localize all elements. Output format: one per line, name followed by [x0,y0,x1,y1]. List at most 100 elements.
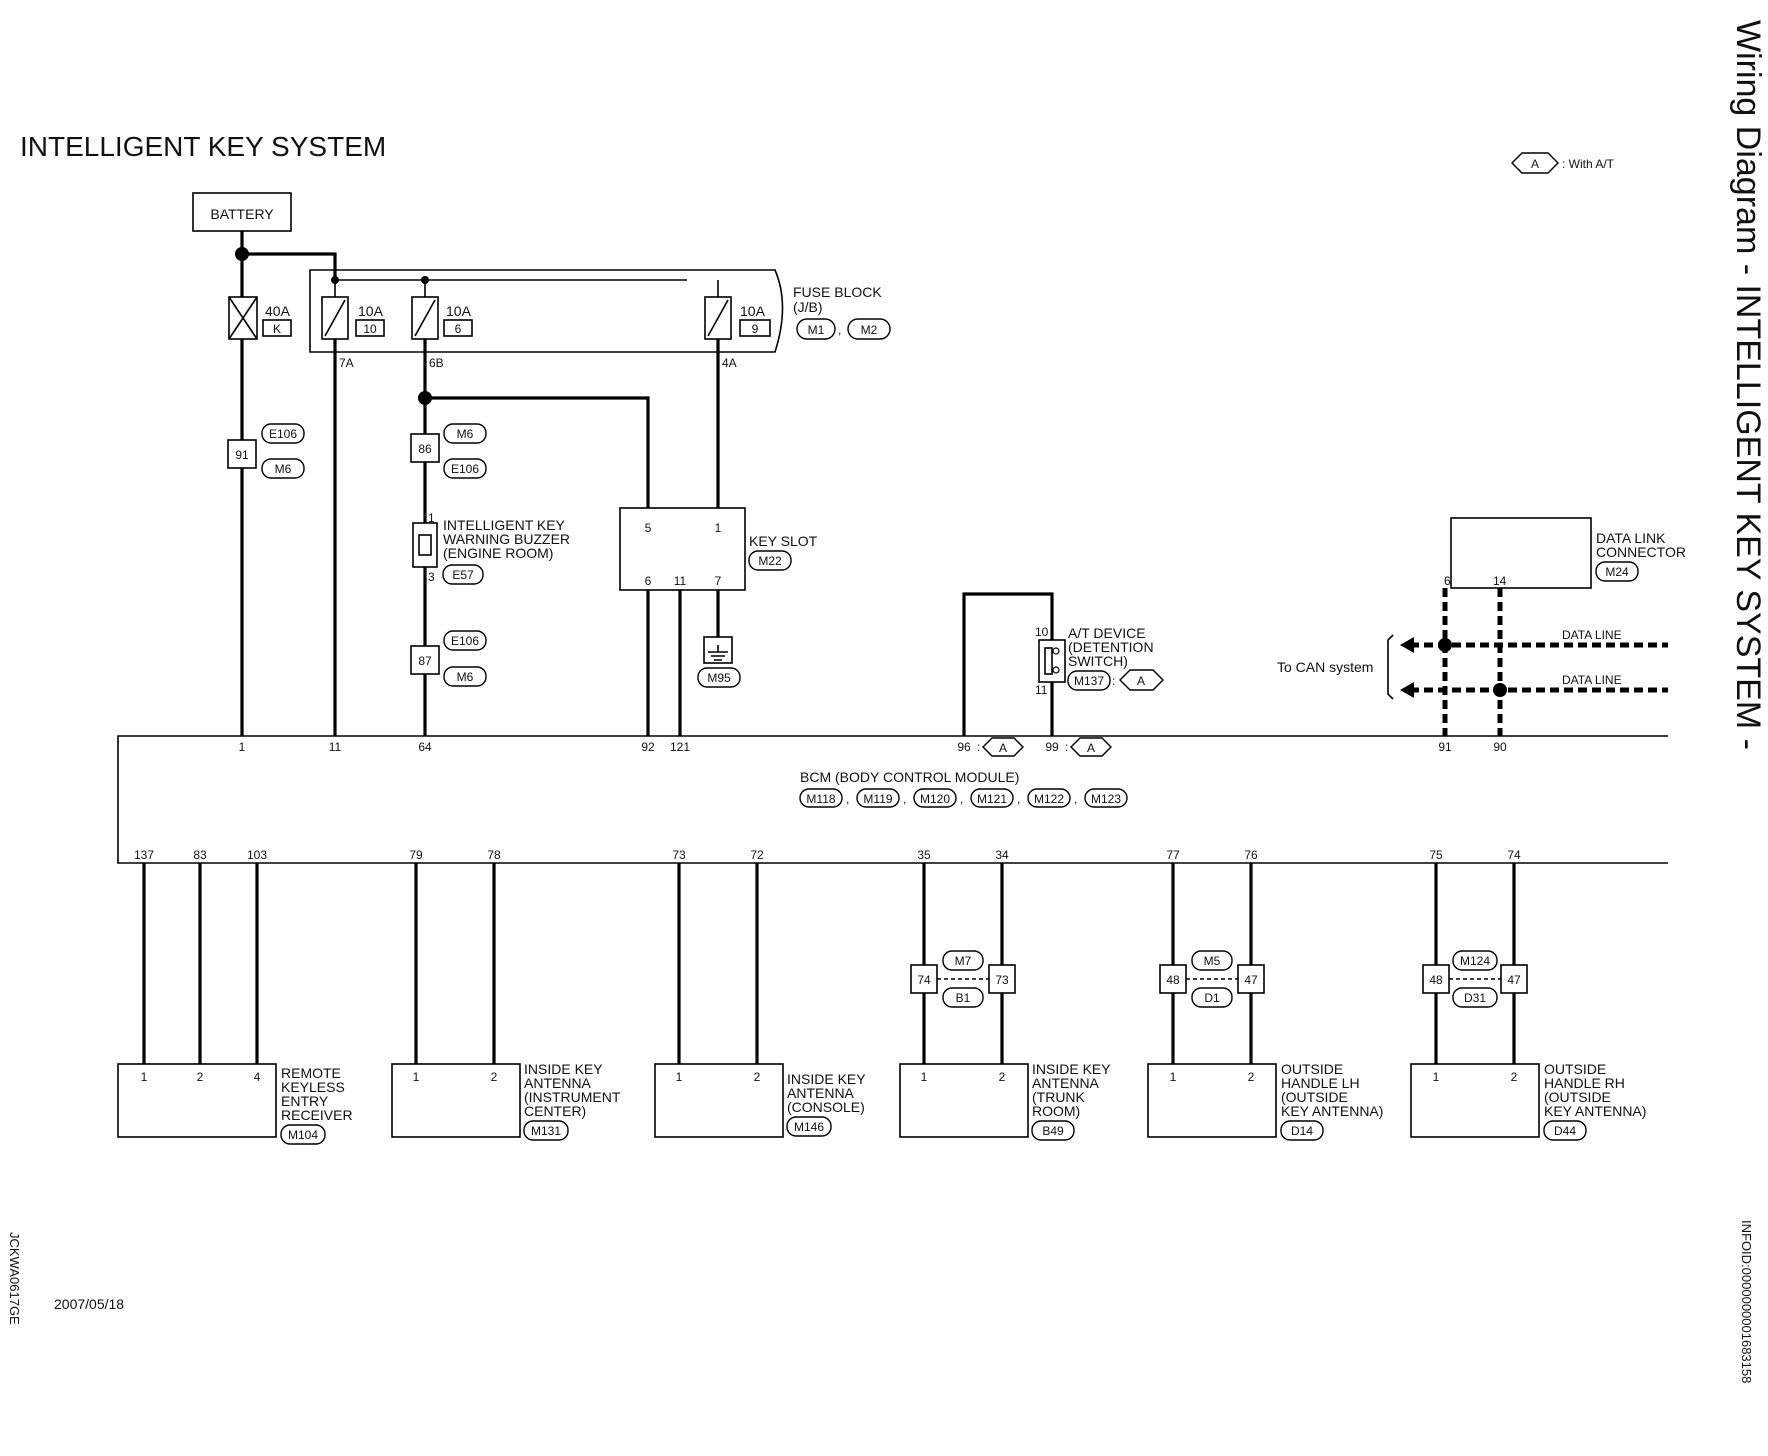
svg-text:2: 2 [754,1070,761,1084]
info-id: INFOID:0000000001683158 [1739,1220,1754,1383]
svg-text:M121: M121 [977,792,1007,806]
svg-text:(DETENTION: (DETENTION [1068,639,1154,655]
svg-text:HANDLE RH: HANDLE RH [1544,1075,1625,1091]
svg-text:2: 2 [999,1070,1006,1084]
fuse-output-6b: 6B [429,356,444,370]
svg-text:74: 74 [917,973,931,987]
fuse-block-label: FUSE BLOCK (J/B) M1 , M2 [793,284,891,340]
svg-text:ANTENNA: ANTENNA [787,1085,855,1101]
svg-text:35: 35 [917,848,931,862]
svg-text:74: 74 [1507,848,1521,862]
svg-text:M146: M146 [794,1120,824,1134]
can-bracket [1387,634,1394,700]
battery-box [192,192,292,232]
svg-text:INSIDE KEY: INSIDE KEY [787,1071,866,1087]
svg-text:KEY ANTENNA): KEY ANTENNA) [1281,1103,1383,1119]
svg-text:(CONSOLE): (CONSOLE) [787,1099,865,1115]
svg-text:4: 4 [254,1070,261,1084]
svg-text:CONNECTOR: CONNECTOR [1596,544,1686,560]
svg-text:A: A [999,741,1007,755]
svg-text:75: 75 [1429,848,1443,862]
svg-text:10A: 10A [358,303,384,319]
svg-text:,: , [903,792,906,806]
data-line-label-1: DATA LINE [1562,628,1622,642]
svg-text:D31: D31 [1464,991,1486,1005]
fuse-10a-6: 10A 6 [411,296,473,340]
svg-text::: : [1065,740,1068,754]
svg-text:(J/B): (J/B) [793,299,823,315]
svg-text:7: 7 [715,574,722,588]
date: 2007/05/18 [54,1296,124,1312]
svg-text:CENTER): CENTER) [524,1103,586,1119]
svg-text:SWITCH): SWITCH) [1068,653,1128,669]
ground-icon: M95 [697,636,741,688]
svg-text:1: 1 [428,511,435,525]
svg-text:73: 73 [672,848,686,862]
svg-text:M119: M119 [863,792,892,806]
bcm-bottom-pins: 137 83 103 79 78 73 72 35 34 77 76 75 74 [134,848,1521,862]
inside-key-antenna-instrument-center: 1 2 INSIDE KEY ANTENNA (INSTRUMENT CENTE… [391,1061,621,1141]
svg-text:2: 2 [491,1070,498,1084]
svg-text:137: 137 [134,848,154,862]
svg-text:92: 92 [641,740,655,754]
svg-text:INSIDE KEY: INSIDE KEY [1032,1061,1111,1077]
svg-text:2: 2 [1511,1070,1518,1084]
svg-text:(OUTSIDE: (OUTSIDE [1281,1089,1348,1105]
svg-text:A: A [1087,741,1095,755]
svg-text:48: 48 [1166,973,1180,987]
can-arrow-1 [1400,637,1414,653]
svg-text:72: 72 [750,848,764,862]
svg-text:M122: M122 [1034,792,1064,806]
svg-text:87: 87 [418,654,432,668]
svg-text:,: , [1074,792,1077,806]
outside-handle-rh: 1 2 OUTSIDE HANDLE RH (OUTSIDE KEY ANTEN… [1410,1061,1646,1141]
inline-connector-m5-d1: 48 47 M5 D1 [1159,950,1265,1008]
svg-text:11: 11 [674,574,687,588]
svg-text:M24: M24 [1605,565,1629,579]
svg-text:A/T DEVICE: A/T DEVICE [1068,625,1146,641]
outside-handle-lh: 1 2 OUTSIDE HANDLE LH (OUTSIDE KEY ANTEN… [1147,1061,1383,1141]
svg-text:2: 2 [197,1070,204,1084]
svg-text:1: 1 [715,521,722,535]
svg-text:6: 6 [455,322,462,336]
svg-text:,: , [960,792,963,806]
svg-text:B49: B49 [1042,1124,1064,1138]
legend-tag: A [1531,157,1539,171]
svg-text:99: 99 [1045,740,1059,754]
svg-text:OUTSIDE: OUTSIDE [1544,1061,1606,1077]
svg-text:D44: D44 [1554,1124,1576,1138]
svg-text:D14: D14 [1291,1124,1313,1138]
svg-text:M118: M118 [806,792,835,806]
svg-text:1: 1 [676,1070,683,1084]
svg-text:10A: 10A [446,303,472,319]
svg-text:M95: M95 [707,671,731,685]
svg-text:HANDLE LH: HANDLE LH [1281,1075,1360,1091]
svg-text:103: 103 [247,848,267,862]
key-slot: 5 1 6 11 7 KEY SLOT M22 [619,507,818,591]
svg-text::: : [1112,674,1115,688]
svg-text:91: 91 [1438,740,1452,754]
svg-text:3: 3 [428,570,435,584]
svg-text:INSIDE KEY: INSIDE KEY [524,1061,603,1077]
svg-text:96: 96 [957,740,971,754]
svg-text:,: , [1017,792,1020,806]
svg-text:M22: M22 [758,554,782,568]
svg-text:2: 2 [1248,1070,1255,1084]
svg-text:34: 34 [995,848,1009,862]
bcm-box [117,735,1668,864]
svg-text:E106: E106 [451,462,479,476]
svg-text:M5: M5 [1204,954,1221,968]
legend-tag-hexagon [1511,152,1559,174]
svg-text:E57: E57 [452,568,474,582]
svg-text:5: 5 [645,521,652,535]
inside-key-antenna-trunk-room: 1 2 INSIDE KEY ANTENNA (TRUNK ROOM) B49 [899,1061,1111,1141]
svg-text:M2: M2 [861,323,878,337]
svg-text:73: 73 [995,973,1009,987]
remote-keyless-entry-receiver: 1 2 4 REMOTE KEYLESS ENTRY RECEIVER M104 [117,1063,353,1145]
svg-text:E106: E106 [269,427,297,441]
svg-text:11: 11 [329,740,342,754]
svg-text:11: 11 [1035,683,1048,697]
svg-text:83: 83 [193,848,207,862]
svg-text:77: 77 [1166,848,1180,862]
